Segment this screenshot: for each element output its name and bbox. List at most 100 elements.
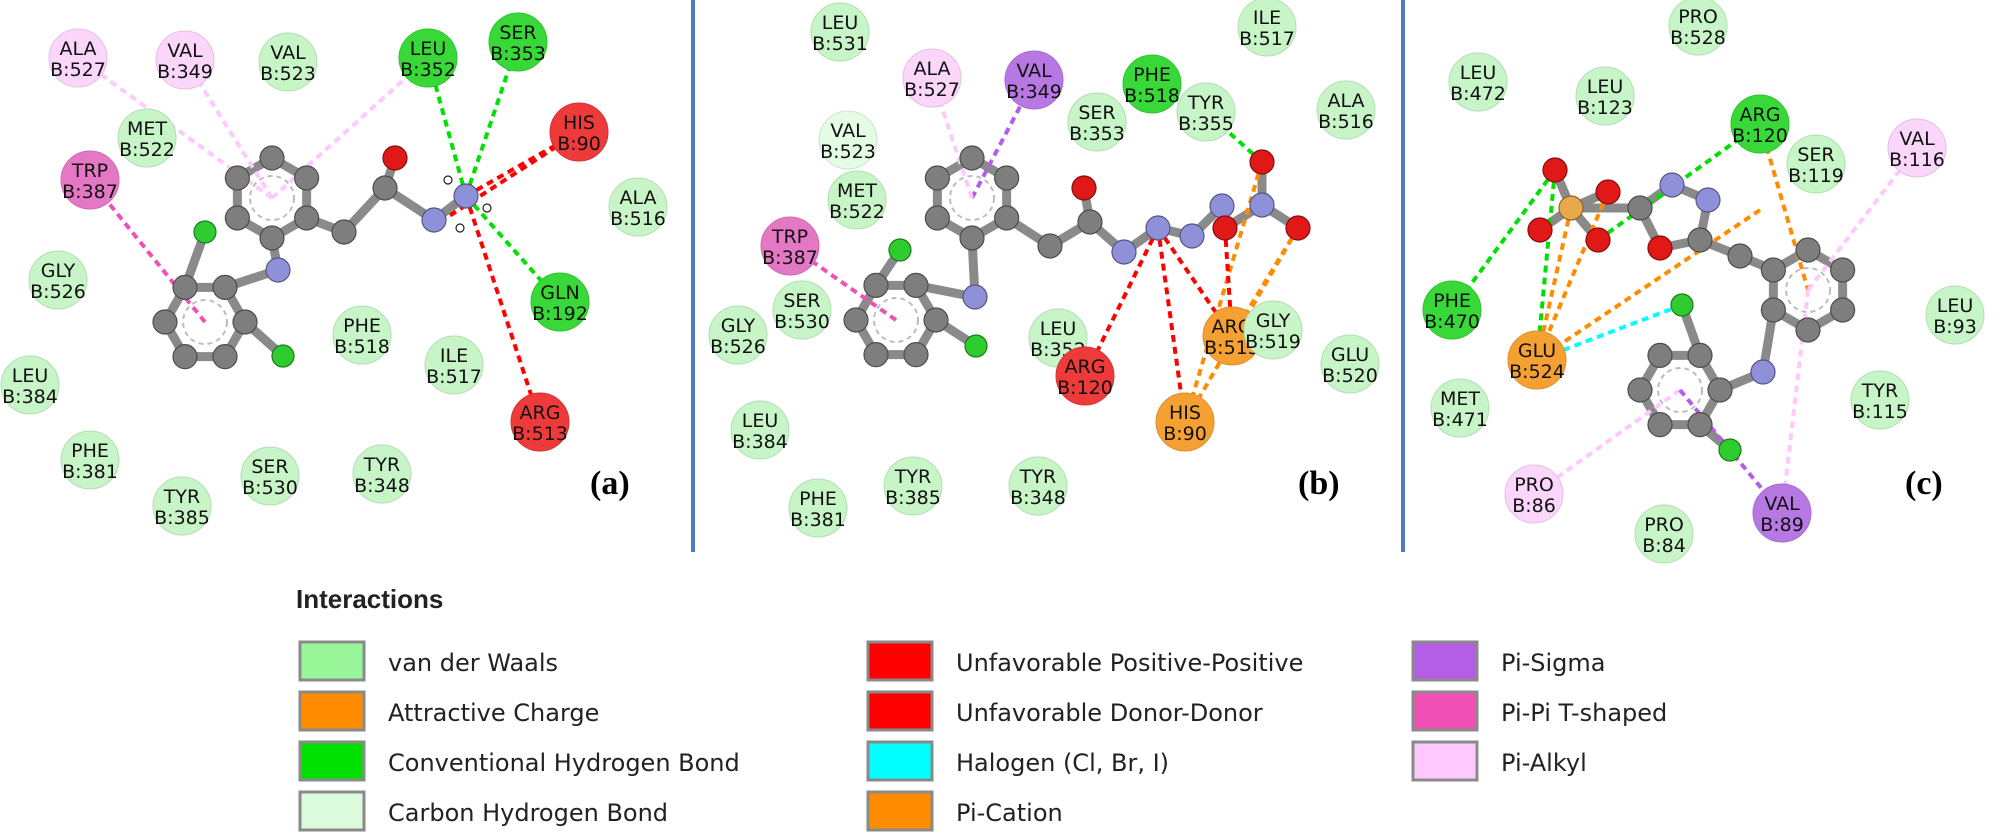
- residue-disc: [117, 108, 177, 168]
- residue-number: B:531: [812, 33, 868, 55]
- residue-name: GLY: [721, 315, 756, 337]
- atom-c: [923, 307, 949, 333]
- residue-disc: [1316, 80, 1376, 140]
- residue-disc: [28, 250, 88, 310]
- residue-name: SER: [251, 456, 288, 478]
- atom-c: [152, 309, 178, 335]
- atom-c: [224, 165, 250, 191]
- residue-disc: [608, 177, 668, 237]
- residue-number: B:352: [400, 59, 456, 81]
- residue-name: TYR: [1019, 466, 1056, 488]
- residue-disc: [902, 48, 962, 108]
- residue-name: PRO: [1678, 6, 1718, 28]
- pialkyl-val116: [1806, 146, 1919, 292]
- residue-name: MET: [837, 180, 877, 202]
- pialkyl-ala527: [930, 77, 974, 199]
- residue-name: VAL: [167, 40, 203, 62]
- residue-number: B:526: [30, 281, 86, 303]
- residue-disc: [1504, 464, 1564, 524]
- atom-cl: [193, 220, 217, 244]
- legend-label: Attractive Charge: [388, 699, 599, 727]
- residue-name: TYR: [163, 486, 200, 508]
- legend-swatch: [866, 790, 934, 832]
- atom-h: [455, 223, 465, 233]
- atom-c: [372, 175, 398, 201]
- attract-arg513: [1230, 226, 1300, 338]
- residue-number: B:472: [1450, 83, 1506, 105]
- residue-name: GLN: [540, 282, 580, 304]
- interaction-lines: [76, 41, 1919, 515]
- residue-number: B:349: [1006, 81, 1062, 103]
- residue-name: LEU: [1040, 318, 1077, 340]
- pipi-trp387: [788, 244, 898, 322]
- residue-disc: [424, 335, 484, 395]
- atom-c: [294, 205, 320, 231]
- residue-disc: [760, 216, 820, 276]
- residue-name: TYR: [894, 466, 931, 488]
- residue-number: B:516: [1318, 111, 1374, 133]
- residue-number: B:381: [790, 509, 846, 531]
- atom-c: [959, 225, 985, 251]
- atom-o: [1527, 217, 1553, 243]
- atom-c: [1647, 412, 1673, 438]
- aromatic-ring-marker: [949, 175, 995, 221]
- residue-disc: [1575, 66, 1635, 126]
- atom-o: [1249, 149, 1275, 175]
- atom-c: [294, 165, 320, 191]
- atom-o: [382, 145, 408, 171]
- residue-number: B:513: [1204, 337, 1260, 359]
- residue-number: B:470: [1424, 311, 1480, 333]
- atom-o: [1585, 227, 1611, 253]
- residue-name: ARG: [1065, 356, 1106, 378]
- atom-cl: [1670, 293, 1694, 317]
- atom-c: [1077, 209, 1103, 235]
- legend-title: Interactions: [296, 584, 443, 614]
- atom-c: [1687, 227, 1713, 253]
- panel-divider-left: [691, 0, 695, 552]
- atom-n: [962, 284, 988, 310]
- residue-disc: [788, 478, 848, 538]
- legend-label: Pi-Cation: [956, 799, 1063, 827]
- residue-number: B:519: [1245, 331, 1301, 353]
- residue-name: SER: [783, 290, 820, 312]
- residue-disc: [1730, 94, 1790, 154]
- legend-item-chbond: Carbon Hydrogen Bond: [298, 790, 668, 832]
- residue-name: LEU: [1587, 76, 1624, 98]
- legend-label: Halogen (Cl, Br, I): [956, 749, 1169, 777]
- residue-disc: [488, 12, 548, 72]
- residue-name: ARG: [520, 402, 561, 424]
- panel-dividers: [691, 0, 1405, 552]
- atom-c: [1830, 297, 1856, 323]
- legend-swatch: [298, 740, 366, 782]
- atom-c: [1627, 195, 1653, 221]
- atom-c: [1760, 257, 1786, 283]
- residue-disc: [0, 355, 60, 415]
- residue-name: LEU: [410, 38, 447, 60]
- residue-number: B:115: [1852, 401, 1908, 423]
- legend-swatch: [298, 790, 366, 832]
- residue-number: B:520: [1322, 365, 1378, 387]
- residue-disc: [155, 30, 215, 90]
- aromatic-ring-marker: [1657, 367, 1703, 413]
- residue-name: VAL: [1016, 60, 1052, 82]
- residue-name: PRO: [1514, 474, 1554, 496]
